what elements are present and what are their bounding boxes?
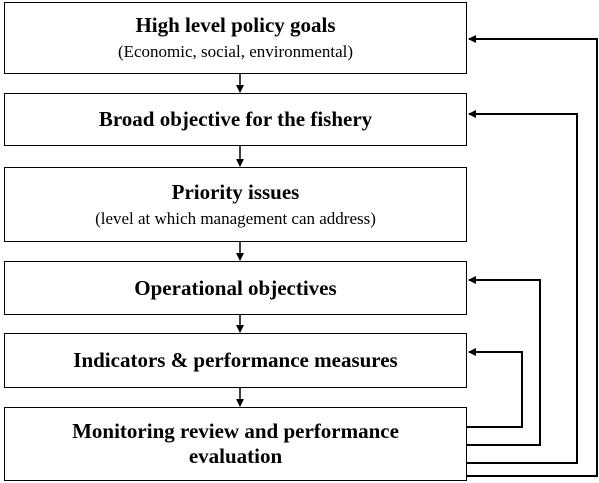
box-title: Operational objectives [134,275,337,300]
monitoring-box: Monitoring review and performance evalua… [4,407,467,481]
feedback-to-broad-objective [467,110,578,464]
box-title: Monitoring review and performance [72,419,399,443]
box-subtitle: (level at which management can address) [95,208,376,228]
operational-objectives-box: Operational objectives [4,261,467,315]
box-subtitle: (Economic, social, environmental) [117,42,354,61]
broad-objective-box: Broad objective for the fishery [4,93,467,146]
box-title: Indicators & performance measures [73,348,398,372]
priority-issues-box: Priority issues (level at which manageme… [4,167,467,242]
policy-goals-box: High level policy goals (Economic, socia… [4,2,467,74]
box-title: High level policy goals [135,13,336,37]
box-title-continued: evaluation [188,444,283,468]
feedback-to-indicators [467,348,523,428]
indicators-box: Indicators & performance measures [4,333,467,388]
feedback-to-operational [467,276,541,446]
feedback-to-policy-goals [467,35,598,477]
box-title: Priority issues [171,179,300,204]
box-title: Broad objective for the fishery [98,107,373,131]
